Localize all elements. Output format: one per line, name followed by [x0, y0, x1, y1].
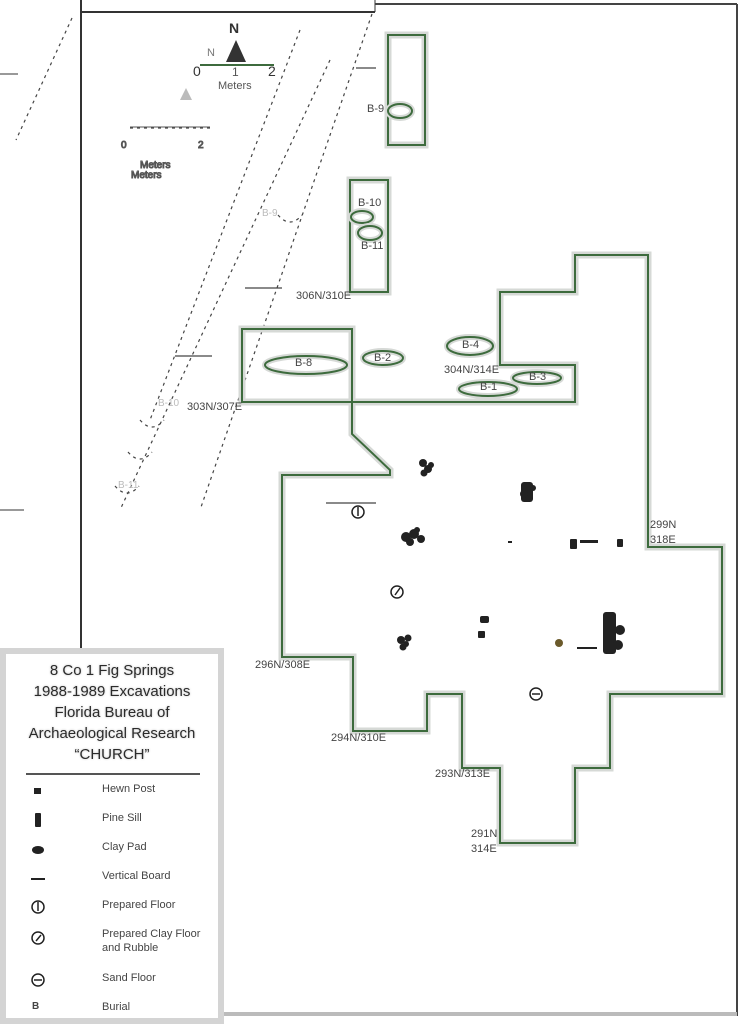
unit-church-main [241, 254, 723, 844]
burial-b4 [446, 336, 494, 356]
burial-b2 [362, 350, 404, 366]
unit-b10-b11 [349, 179, 389, 293]
burial-label-b11: B-11 [361, 240, 383, 252]
burial-label-b8: B-8 [295, 357, 312, 369]
burial-label-b3: B-3 [529, 371, 546, 383]
vertical-board-feature [577, 647, 597, 649]
legend-label: Vertical Board [102, 870, 171, 882]
hewn-post-feature [478, 616, 489, 638]
prepared-floor-feature [351, 505, 365, 519]
pine-sill-feature [520, 482, 536, 502]
north-arrow-icon [226, 40, 246, 62]
burial-b11 [357, 225, 383, 241]
legend-title: 8 Co 1 Fig Springs 1988-1989 Excavations… [6, 660, 218, 765]
burial-label-b1: B-1 [480, 381, 497, 393]
svg-text:2: 2 [198, 140, 204, 151]
grid-label-293n-313e: 293N/313E [435, 768, 490, 780]
legend-item-pine-sill: Pine Sill [6, 809, 216, 831]
post-feature [555, 639, 563, 647]
legend-label: Pine Sill [102, 812, 142, 824]
pine-sill-icon [35, 813, 41, 827]
legend-item-clay-pad: Clay Pad [6, 838, 216, 860]
features [351, 459, 625, 701]
legend-item-prepared-clay-floor: Prepared Clay Floor and Rubble [6, 925, 216, 959]
north-arrow: N N [207, 20, 246, 62]
legend-title-line: Archaeological Research [28, 725, 196, 742]
grid-label-314e: 314E [471, 843, 497, 855]
prepared-clay-floor-feature [390, 585, 404, 599]
grid-label-299n: 299N [650, 519, 676, 531]
north-ghost-label: N [207, 47, 215, 59]
burial-label-b10: B-10 [358, 197, 381, 209]
burial-b8 [264, 355, 348, 375]
clay-pad-feature [397, 634, 412, 651]
burials [262, 101, 564, 399]
vertical-board-icon [31, 878, 45, 880]
clay-pad-feature [419, 459, 434, 477]
pine-sill-feature [603, 612, 625, 654]
scale-tick-1: 1 [232, 65, 239, 79]
burial-b3 [512, 371, 562, 385]
scale-tick-2: 2 [268, 63, 276, 79]
svg-text:Meters: Meters [140, 160, 171, 171]
scale-tick-0: 0 [193, 63, 201, 79]
north-label: N [229, 20, 239, 36]
legend-panel: 8 Co 1 Fig Springs 1988-1989 Excavations… [0, 648, 224, 1024]
ghost-scale: 0 2 Meters Meters [121, 88, 210, 182]
ghost-label-b10: B-10 [158, 398, 180, 409]
grid-label-304n-314e: 304N/314E [444, 364, 499, 376]
prepared-clay-floor-icon [31, 931, 45, 945]
prepared-floor-icon [31, 900, 45, 914]
grid-label-294n-310e: 294N/310E [331, 732, 386, 744]
ghost-label-b11: B-11 [118, 480, 139, 491]
excavation-units [238, 31, 726, 847]
legend-item-prepared-floor: Prepared Floor [6, 896, 216, 918]
ghost-label-b9: B-9 [262, 208, 278, 219]
burial-icon: B [32, 1001, 40, 1012]
grid-label-306n-310e: 306N/310E [296, 290, 351, 302]
sand-floor-feature [529, 687, 543, 701]
sand-floor-icon [31, 973, 45, 987]
grid-label-318e: 318E [650, 534, 676, 546]
burial-label-b2: B-2 [374, 352, 391, 364]
scale-unit: Meters [218, 80, 252, 92]
hewn-post-icon [34, 788, 41, 794]
vertical-board-feature [508, 541, 512, 543]
svg-text:Meters: Meters [131, 170, 162, 181]
burial-labels: B-9 B-10 B-11 B-8 B-2 B-4 B-1 B-3 [295, 103, 546, 393]
grid-labels: 306N/310E 303N/307E 304N/314E 299N 318E … [187, 290, 676, 855]
legend-title-line: 1988-1989 Excavations [33, 683, 191, 700]
clay-pad-feature [401, 527, 425, 546]
burial-label-b4: B-4 [462, 339, 479, 351]
legend-item-sand-floor: Sand Floor [6, 969, 216, 991]
grid-label-296n-308e: 296N/308E [255, 659, 310, 671]
ghost-overlay [15, 13, 376, 511]
scale-bar: 0 1 2 Meters [193, 63, 276, 92]
legend-title-line: “CHURCH” [74, 746, 150, 763]
legend-title-line: 8 Co 1 Fig Springs [49, 662, 175, 679]
svg-text:0: 0 [121, 140, 127, 151]
legend-title-line: Florida Bureau of [54, 704, 170, 721]
burial-b9 [387, 103, 413, 119]
legend-label: Sand Floor [102, 972, 156, 984]
burial-b1 [458, 381, 518, 397]
legend-label: Prepared Clay Floor and Rubble [102, 928, 201, 954]
legend-label: Burial [102, 1001, 131, 1013]
legend-divider [26, 773, 200, 775]
burial-label-b9: B-9 [367, 103, 384, 115]
legend-label: Prepared Floor [102, 899, 176, 911]
burial-b10 [350, 210, 374, 224]
legend-label: Hewn Post [102, 783, 156, 795]
grid-label-303n-307e: 303N/307E [187, 401, 242, 413]
grid-label-291n: 291N [471, 828, 497, 840]
clay-pad-icon [32, 846, 44, 854]
hewn-post-feature [570, 539, 623, 549]
legend-label: Clay Pad [102, 841, 147, 853]
unit-b9 [387, 34, 426, 146]
legend-item-hewn-post: Hewn Post [6, 780, 216, 802]
legend-item-vertical-board: Vertical Board [6, 867, 216, 889]
legend-item-burial: B Burial [6, 998, 216, 1020]
